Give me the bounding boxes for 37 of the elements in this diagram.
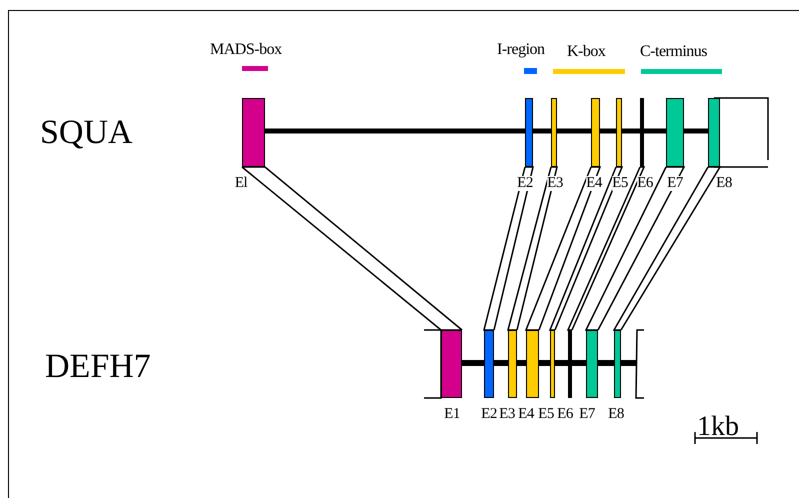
exon-label: E4: [586, 176, 602, 191]
exon-bar: [591, 98, 600, 167]
exon-bar: [614, 330, 621, 398]
exon-connector-band: [548, 166, 624, 331]
exon-bar: [484, 330, 494, 398]
exon-bar: [568, 330, 572, 398]
exon-bar: [708, 98, 720, 167]
exon-connector-band: [584, 166, 686, 331]
exon-bar: [242, 98, 265, 167]
exon-connector-band: [524, 166, 602, 331]
exon-connector-band: [566, 166, 646, 331]
exon-bar: [586, 330, 598, 398]
exon-label: E5: [612, 176, 628, 191]
exon-bar: [550, 330, 555, 398]
exon-bar: [551, 98, 557, 167]
exon-bar: [441, 330, 462, 398]
gene-name: SQUA: [40, 116, 133, 150]
exon-connector-band: [507, 166, 558, 331]
legend-label: I-region: [497, 42, 545, 58]
gene-name: DEFH7: [45, 350, 151, 384]
legend-label: MADS-box: [210, 42, 282, 58]
exon-label: E7: [667, 176, 683, 191]
exon-bar: [666, 98, 684, 167]
exon-bar: [616, 98, 622, 167]
exon-bar: [526, 330, 539, 398]
exon-bar: [640, 98, 644, 167]
scale-label: 1kb: [697, 413, 739, 441]
exon-connector-band: [612, 166, 722, 331]
exon-connector-band: [483, 166, 534, 331]
exon-label: E2: [517, 176, 533, 191]
legend-label: C-terminus: [640, 44, 707, 60]
exon-connector-band: [241, 166, 463, 331]
legend-label: K-box: [567, 44, 606, 60]
exon-bar: [508, 330, 517, 398]
exon-label: E6: [637, 176, 653, 191]
exon-label: E3: [547, 176, 563, 191]
exon-bar: [525, 98, 533, 167]
